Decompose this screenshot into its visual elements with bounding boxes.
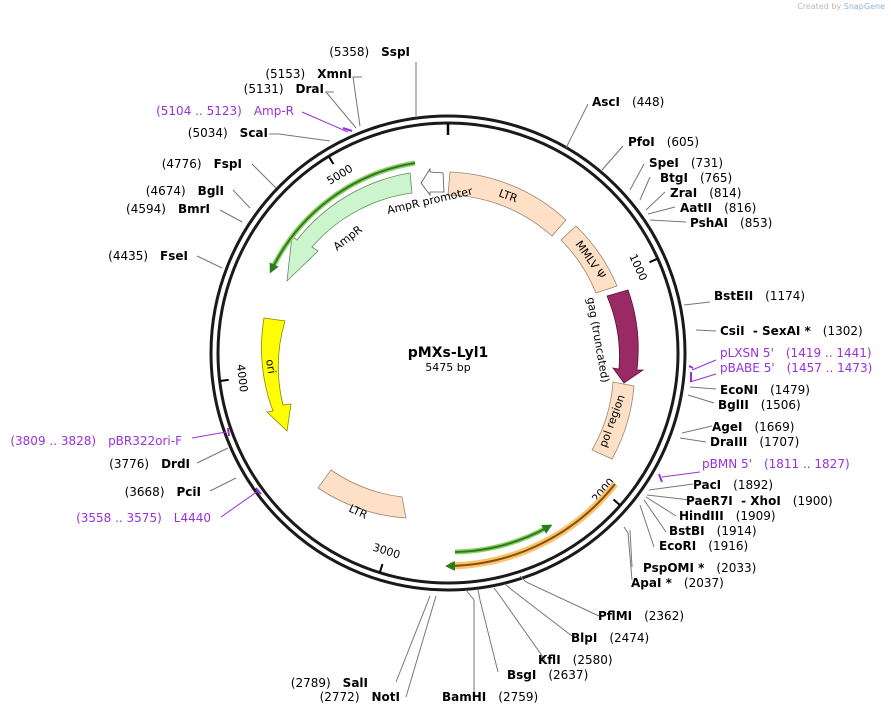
- orf-direction-arrow: [454, 524, 553, 555]
- primer-label-plxsn: pLXSN 5'(1419 .. 1441): [720, 346, 872, 360]
- site-label-xmni: (5153)XmnI: [265, 67, 352, 81]
- site-label-scai: (5034)ScaI: [188, 126, 268, 140]
- primer-label-l4440: (3558 .. 3575)L4440: [76, 511, 211, 525]
- tick-mark-5000: [327, 155, 335, 165]
- site-label-fspi: (4776)FspI: [162, 157, 242, 171]
- site-label-aatii: AatII(816): [680, 201, 756, 215]
- feature-ori: ori: [261, 317, 292, 432]
- site-label-btgi: BtgI(765): [660, 171, 732, 185]
- tick-mark-4000: [219, 378, 229, 382]
- site-connector-lines: [191, 62, 717, 698]
- site-label-bmri: (4594)BmrI: [126, 202, 210, 216]
- site-label-drai: (5131)DraI: [244, 82, 324, 96]
- site-label-ecori: EcoRI(1916): [659, 539, 748, 553]
- site-label-apai: ApaI *(2037): [631, 576, 724, 590]
- primer-label-amp-r: (5104 .. 5123)Amp-R: [156, 104, 294, 118]
- tick-label-3000: 3000: [371, 541, 402, 562]
- tick-mark-2000: [612, 498, 621, 507]
- site-label-hindiii: HindIII(1909): [679, 509, 776, 523]
- feature-label-gag: gag (truncated): [584, 296, 612, 383]
- feature-gag: gag (truncated): [584, 289, 645, 384]
- plasmid-length: 5475 bp: [425, 361, 470, 374]
- feature-ampr: AmpR: [286, 172, 413, 283]
- site-label-noti: (2772)NotI: [320, 690, 400, 704]
- feature-ltr-3: LTR: [317, 469, 407, 522]
- ampr-direction-arrow: [269, 160, 416, 274]
- feature-ltr-5: LTR: [447, 171, 567, 237]
- site-label-kfli: KflI(2580): [538, 653, 613, 667]
- site-label-agei: AgeI(1669): [712, 420, 794, 434]
- site-label-pspomi: PspOMI *(2033): [643, 561, 756, 575]
- site-label-pfoi: PfoI(605): [628, 135, 699, 149]
- snapgene-credit: Created by SnapGene: [797, 2, 885, 11]
- site-label-pflmi: PflMI(2362): [598, 609, 684, 623]
- tick-label-4000: 4000: [234, 364, 250, 393]
- site-label-csii-sexai: CsiI - SexAI *(1302): [720, 324, 863, 338]
- credit-prefix: Created by: [797, 2, 842, 11]
- primer-label-pbmn: pBMN 5'(1811 .. 1827): [702, 457, 850, 471]
- feature-pol-region: pol region: [591, 381, 635, 460]
- site-label-bgli: (4674)BglI: [146, 184, 224, 198]
- feature-label-ltr-5: LTR: [497, 187, 520, 206]
- primer-marks: [227, 127, 694, 495]
- site-label-bstbi: BstBI(1914): [669, 524, 757, 538]
- site-label-sali: (2789)SalI: [291, 676, 368, 690]
- site-label-asci: AscI(448): [592, 95, 664, 109]
- feature-label-ampr: AmpR: [331, 223, 365, 254]
- tick-mark-3000: [378, 563, 384, 573]
- backbone-outer-ring: [209, 114, 687, 592]
- lyl1-direction-arrow: [445, 481, 618, 571]
- site-label-bsgi: BsgI(2637): [507, 668, 588, 682]
- feature-label-ori: ori: [263, 358, 278, 374]
- site-label-bsteii: BstEII(1174): [714, 289, 805, 303]
- site-label-draiii: DraIII(1707): [710, 435, 799, 449]
- primer-label-pbr322ori-f: (3809 .. 3828)pBR322ori-F: [10, 434, 182, 448]
- tick-mark-1000: [649, 257, 659, 264]
- site-label-paer7i-xhoi: PaeR7I - XhoI(1900): [686, 494, 833, 508]
- snapgene-brand: SnapGene: [843, 2, 885, 11]
- site-label-econi: EcoNI(1479): [720, 383, 810, 397]
- site-label-paci: PacI(1892): [693, 478, 773, 492]
- site-label-zrai: ZraI(814): [670, 186, 741, 200]
- site-label-spei: SpeI(731): [649, 156, 723, 170]
- primer-label-pbabe: pBABE 5'(1457 .. 1473): [720, 361, 872, 375]
- site-label-blpi: BlpI(2474): [571, 631, 649, 645]
- site-label-bamhi: BamHI(2759): [442, 690, 538, 704]
- site-label-pcii: (3668)PciI: [125, 485, 201, 499]
- plasmid-name: pMXs-Lyl1: [408, 345, 489, 361]
- feature-mmlv-psi: MMLV Ψ: [560, 225, 618, 294]
- site-label-fsei: (4435)FseI: [108, 249, 188, 263]
- site-label-bglii: BglII(1506): [718, 398, 801, 412]
- site-label-drdi: (3776)DrdI: [109, 457, 190, 471]
- site-label-sspi: (5358)SspI: [329, 45, 410, 59]
- tick-label-1000: 1000: [626, 252, 649, 283]
- site-label-pshai: PshAI(853): [690, 216, 772, 230]
